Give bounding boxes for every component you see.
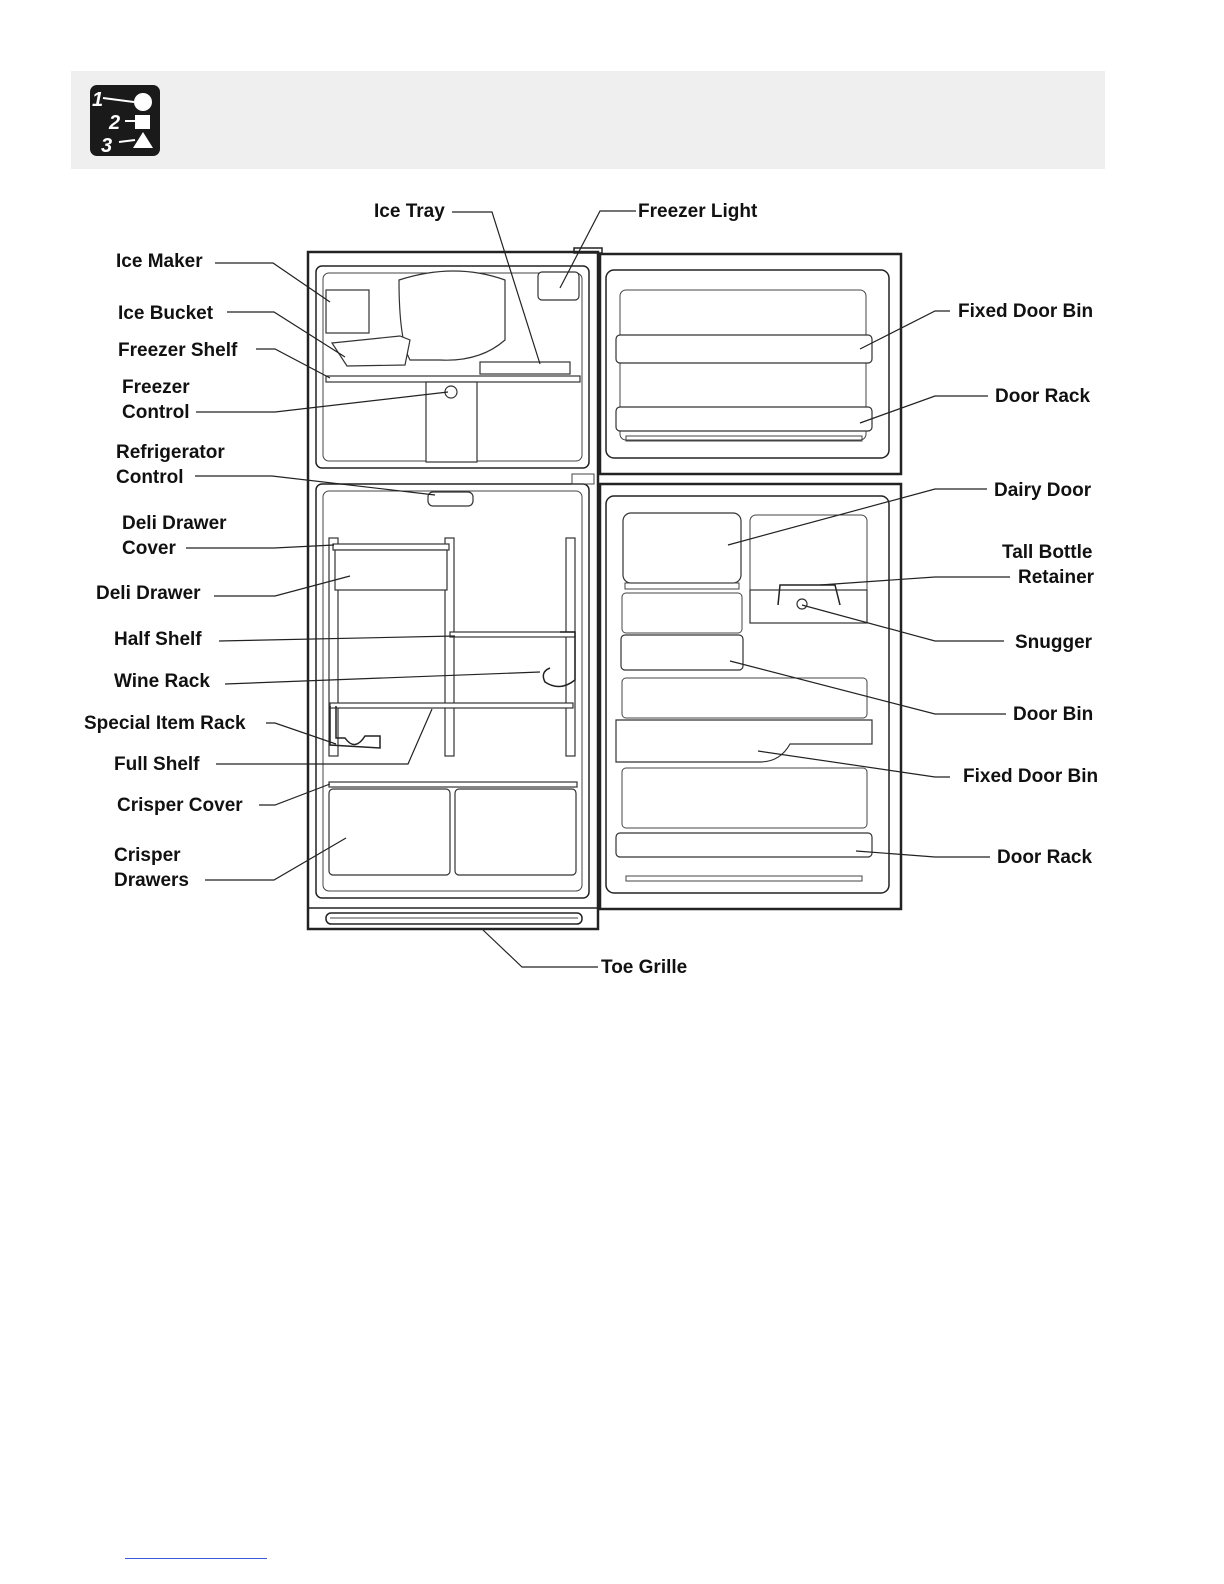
tall-bottle-retainer [777,584,841,606]
label-wine-rack: Wine Rack [114,671,210,692]
fresh-food-parts [328,491,578,876]
footer-rule [125,1558,267,1559]
crisper-drawer-left [328,788,451,876]
ice-maker [325,289,370,334]
door-rack-top [615,406,873,432]
door-bin [620,634,744,671]
label-door-bin: Door Bin [1013,704,1093,725]
label-full-shelf: Full Shelf [114,754,200,775]
label-deli-drawer-cover-line2: Cover [122,538,176,559]
label-tall-bottle-retainer-line2: Retainer [1018,567,1095,588]
label-snugger: Snugger [1015,632,1093,653]
special-item-rack [329,706,381,749]
freezer-shelf [325,375,581,383]
label-dairy-door: Dairy Door [994,480,1092,501]
labels: Ice Tray Freezer Light Ice Maker Ice Buc… [84,201,1098,978]
label-tall-bottle-retainer-line1: Tall Bottle [1002,542,1092,563]
full-shelf [329,702,574,709]
label-door-rack-bottom: Door Rack [997,847,1092,868]
steps-badge-icon: 1 2 3 [90,85,160,157]
door-rack-bottom [615,832,873,858]
label-ice-bucket: Ice Bucket [118,303,214,324]
label-crisper-drawers-line1: Crisper [114,845,181,866]
label-refrigerator-control-line1: Refrigerator [116,442,225,463]
fresh-food-door [598,482,903,911]
ice-dispenser-housing [398,270,506,361]
label-door-rack-top: Door Rack [995,386,1090,407]
label-refrigerator-control-line2: Control [116,467,184,488]
refrigerator-cabinet [306,247,603,931]
badge-step-1: 1 [92,89,103,111]
label-fixed-door-bin-top: Fixed Door Bin [958,301,1093,322]
crisper-drawer-right [454,788,577,876]
label-crisper-cover: Crisper Cover [117,795,243,816]
snugger [796,598,808,610]
header-band [71,71,1105,169]
badge-step-2: 2 [108,112,120,134]
dairy-door [622,512,742,584]
label-half-shelf: Half Shelf [114,629,202,650]
fixed-door-bin-top [615,334,873,364]
label-crisper-drawers-line2: Drawers [114,870,189,891]
label-freezer-light: Freezer Light [638,201,758,222]
fixed-door-bin-bottom [615,719,873,763]
label-freezer-control-line1: Freezer [122,377,190,398]
deli-drawer [334,549,448,591]
label-ice-tray: Ice Tray [374,201,445,222]
shelf-rail-right [565,537,576,757]
crisper-cover [328,781,578,788]
label-ice-maker: Ice Maker [116,251,203,272]
wine-rack [542,631,576,688]
ice-bucket [330,335,411,367]
label-deli-drawer: Deli Drawer [96,583,201,604]
refrigerator-control [427,491,474,507]
freezer-door [598,252,903,476]
shelf-rail-center [444,537,455,757]
badge-step-3: 3 [101,135,112,157]
freezer-light [537,271,580,301]
deli-drawer-cover [332,543,450,551]
label-freezer-control-line2: Control [122,402,190,423]
label-toe-grille: Toe Grille [601,957,687,978]
half-shelf [449,631,576,638]
freezer-parts [325,270,581,463]
label-deli-drawer-cover-line1: Deli Drawer [122,513,227,534]
shelf-rail-left [328,537,339,757]
refrigerator-diagram: Ice Tray Freezer Light Ice Maker Ice Buc… [84,201,1098,978]
label-freezer-shelf: Freezer Shelf [118,340,238,361]
ice-tray [479,361,571,375]
label-fixed-door-bin-bottom: Fixed Door Bin [963,766,1098,787]
label-special-item-rack: Special Item Rack [84,713,246,734]
leader-lines [186,210,1010,968]
